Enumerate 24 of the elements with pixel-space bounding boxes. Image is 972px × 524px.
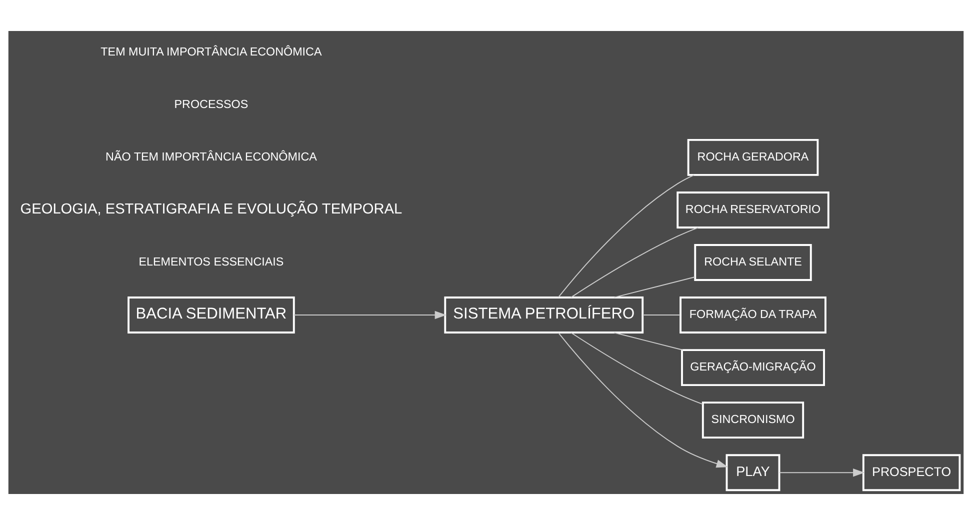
arrow [779,468,865,476]
node-box: GERAÇÃO-MIGRAÇÃO [681,348,825,386]
label: ELEMENTOS ESSENCIAIS [138,255,284,268]
node-box: ROCHA GERADORA [687,138,819,176]
connector [642,314,681,316]
connector [614,276,696,298]
node-box: ROCHA RESERVATORIO [676,191,830,228]
connector [558,174,694,298]
node-box: PLAY [726,454,780,491]
node-box: BACIA SEDIMENTAR [128,296,295,333]
label: PROCESSOS [174,97,248,110]
node-box: SISTEMA PETROLÍFERO [444,296,644,333]
connector [614,332,684,350]
arrow [293,310,446,319]
node-box: PROSPECTO [862,454,961,491]
label: NÃO TEM IMPORTÂNCIA ECONÔMICA [106,150,317,163]
label: TEM MUITA IMPORTÂNCIA ECONÔMICA [100,44,322,58]
node-box: ROCHA SELANTE [694,244,812,280]
connector [570,332,704,404]
label: GEOLOGIA, ESTRATIGRAFIA E EVOLUÇÃO TEMPORAL [20,200,402,217]
arrow [558,332,728,468]
node-box: FORMAÇÃO DA TRAPA [680,296,826,333]
connector [570,226,699,298]
node-box: SINCRONISMO [702,401,804,438]
